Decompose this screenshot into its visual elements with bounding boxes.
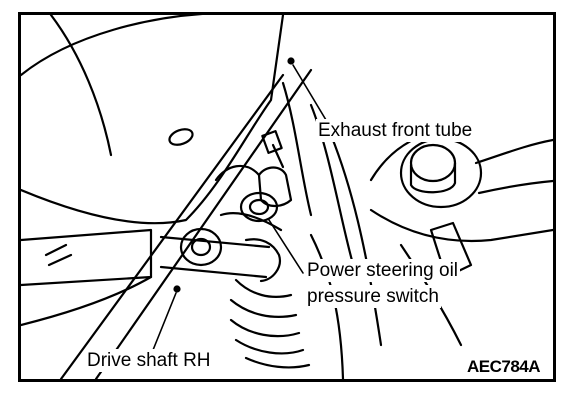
leader-exhaust xyxy=(292,64,330,126)
exhaust-hanger-2 xyxy=(369,208,553,243)
hose-fitting-body xyxy=(159,235,271,279)
leader-drive-shaft-dot xyxy=(173,285,181,293)
figure-code: AEC784A xyxy=(467,357,541,376)
crossmember-lower xyxy=(21,275,153,327)
frame-rail xyxy=(59,73,285,379)
upper-body-panel xyxy=(21,15,204,77)
drive-shaft-boot-5 xyxy=(244,356,311,369)
crossmember-mark xyxy=(44,243,73,267)
engine-compartment-drawing xyxy=(21,15,553,379)
exhaust-flange xyxy=(399,137,483,209)
hose-fitting-inner xyxy=(190,237,212,257)
exhaust-nut-top xyxy=(409,143,457,183)
switch-body-left xyxy=(214,164,261,182)
power-steering-label-line1: Power steering oil xyxy=(305,259,461,282)
power-steering-label-line2: pressure switch xyxy=(305,285,441,308)
drive-shaft-boot-3 xyxy=(229,318,301,338)
bracket-left xyxy=(281,81,313,217)
exhaust-tube-lower xyxy=(477,179,553,195)
drive-shaft-label: Drive shaft RH xyxy=(85,349,213,372)
switch-nut-inner xyxy=(248,198,270,216)
leader-power-steering xyxy=(268,219,304,274)
exhaust-front-tube-label: Exhaust front tube xyxy=(316,119,475,142)
drive-shaft-boot-2 xyxy=(229,298,298,318)
switch-nut xyxy=(239,191,279,223)
drive-shaft-boot-1 xyxy=(234,278,293,298)
diagram-frame: Exhaust front tube Power steering oil pr… xyxy=(18,12,556,382)
hose-run xyxy=(219,212,283,232)
hose-fitting-nut xyxy=(179,227,223,267)
bracket-far xyxy=(329,133,383,347)
drive-shaft-boot-4 xyxy=(234,338,305,355)
switch-lead xyxy=(271,143,285,169)
exhaust-nut-side xyxy=(409,161,457,194)
tank-outline xyxy=(21,15,285,225)
switch-plug xyxy=(261,130,283,154)
drain-plug-hole xyxy=(168,128,194,146)
frame-rail-edge xyxy=(94,68,313,379)
leader-drive-shaft xyxy=(150,292,177,356)
panel-inner-curve xyxy=(49,15,113,157)
exhaust-tube-upper xyxy=(474,138,553,165)
hose-segment xyxy=(244,238,281,283)
leader-exhaust-dot xyxy=(287,57,295,65)
crossmember xyxy=(21,228,153,287)
